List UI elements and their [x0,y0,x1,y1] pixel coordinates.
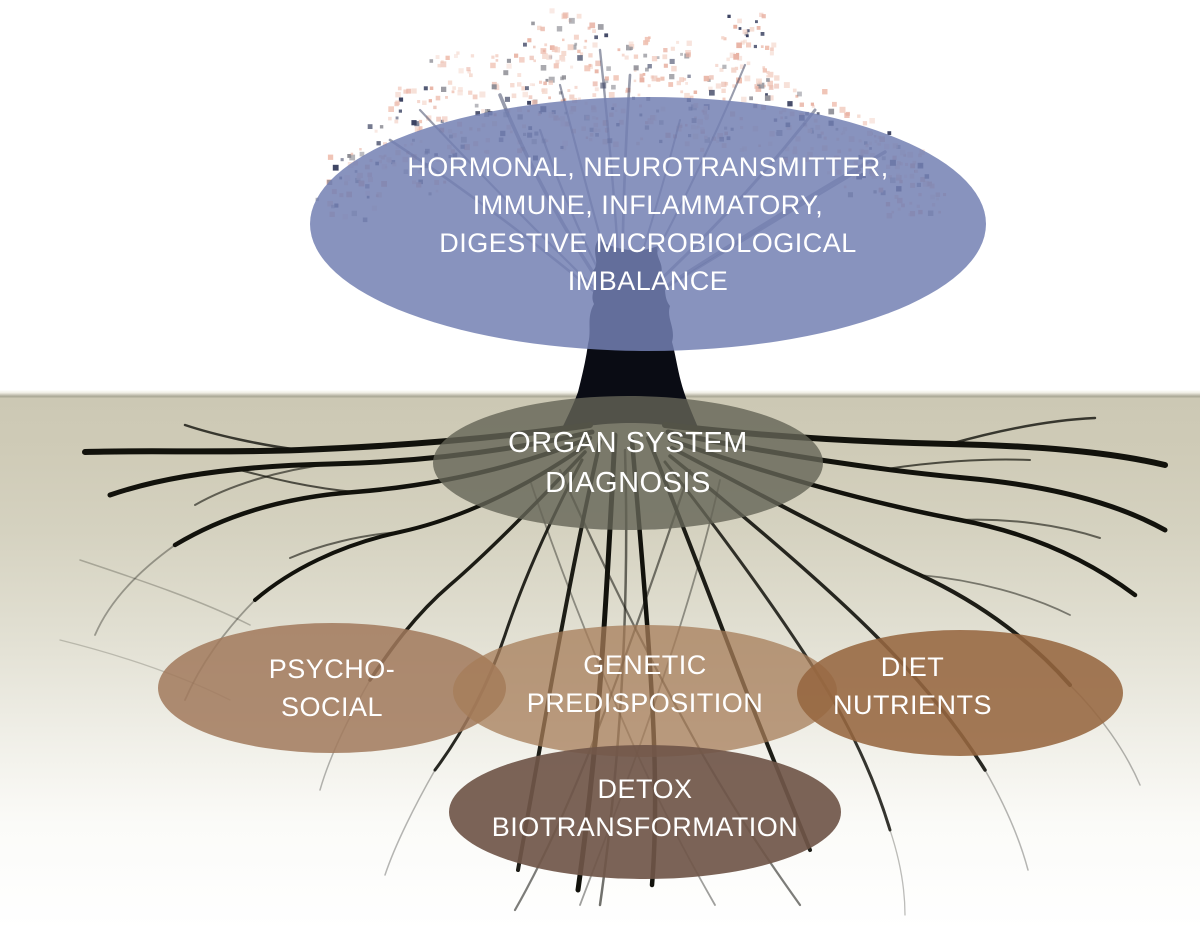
node-diet-nutrients: DIET NUTRIENTS [797,630,1123,756]
node-genetic-predisposition: GENETIC PREDISPOSITION [453,625,837,757]
node-genetic-line: PREDISPOSITION [526,688,764,718]
node-imbalance-line: DIGESTIVE MICROBIOLOGICAL [439,228,857,258]
node-detox-line: DETOX [597,774,693,804]
node-psycho-social: PSYCHO- SOCIAL [158,623,506,753]
node-imbalance-line: IMBALANCE [567,266,729,296]
node-organ-line: DIAGNOSIS [545,467,711,499]
node-detox-line: BIOTRANSFORMATION [491,812,799,842]
node-imbalance: HORMONAL, NEUROTRANSMITTER, IMMUNE, INFL… [310,97,986,351]
node-genetic-line: GENETIC [583,650,707,680]
node-psycho-line: PSYCHO- [268,654,396,684]
node-detox-biotransformation: DETOX BIOTRANSFORMATION [449,745,841,879]
node-psycho-line: SOCIAL [280,692,384,722]
node-imbalance-line: HORMONAL, NEUROTRANSMITTER, [407,152,889,182]
node-diet-line: DIET [880,652,945,682]
node-imbalance-line: IMMUNE, INFLAMMATORY, [472,190,824,220]
node-diet-line: NUTRIENTS [833,690,992,720]
node-organ-line: ORGAN SYSTEM [508,427,748,459]
node-organ-system-diagnosis: ORGAN SYSTEM DIAGNOSIS [433,396,823,530]
